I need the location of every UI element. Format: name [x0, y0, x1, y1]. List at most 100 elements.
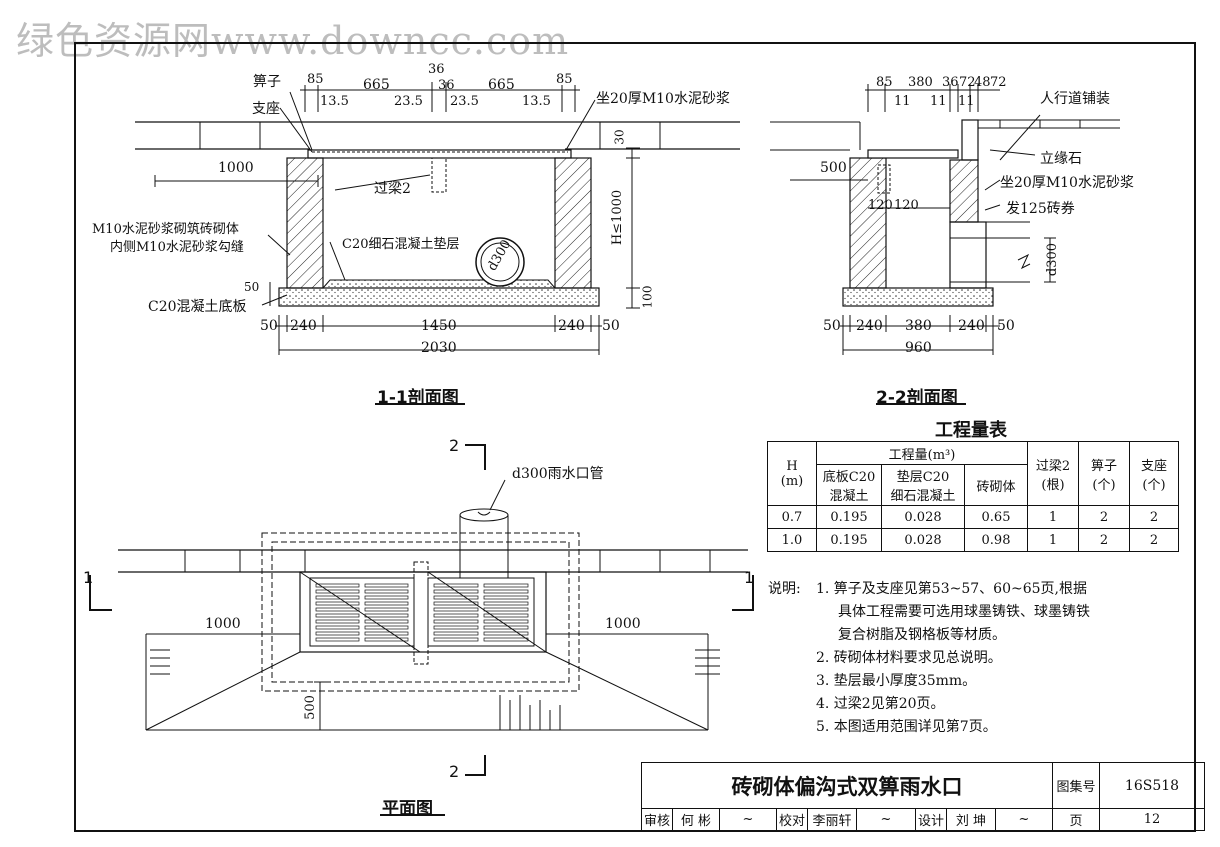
label-paving: 人行道铺装 [1040, 91, 1110, 107]
grate-bar [315, 619, 360, 624]
col-cushion: 垫层C20 [896, 470, 950, 485]
section-2-2 [770, 84, 1120, 355]
note-line: 1. 箅子及支座见第53~57、60~65页,根据 [816, 581, 1087, 597]
dim-total-2030: 2030 [421, 340, 457, 356]
dim-plan-1000-right: 1000 [605, 616, 641, 632]
grate-bar [433, 637, 479, 642]
label-grate: 箅子 [253, 74, 281, 90]
grate-bar [315, 625, 360, 630]
grate-bar [483, 637, 529, 642]
dim-23-5-right: 23.5 [450, 94, 479, 109]
grate-bar [315, 637, 360, 642]
label-masonry-2: 内侧M10水泥砂浆勾缝 [110, 240, 244, 255]
label-pipe-plan: d300雨水口管 [512, 466, 604, 482]
drawing-title: 砖砌体偏沟式双箅雨水口 [641, 762, 1053, 809]
grate-bar [433, 631, 479, 636]
col-base-2: 混凝土 [829, 489, 869, 504]
dim-665-right: 665 [488, 77, 515, 93]
plan-view [89, 444, 754, 776]
table-cell: 0.195 [816, 505, 882, 529]
dim22-11a: 11 [894, 94, 911, 109]
grate-bar [433, 583, 479, 588]
dim-plan-1000-left: 1000 [205, 616, 241, 632]
dim22-b50l: 50 [823, 318, 841, 334]
col-base: 底板C20 [822, 470, 876, 485]
label-mortar-bed-1: 坐20厚M10水泥砂浆 [596, 91, 730, 107]
dim-85-right: 85 [556, 72, 573, 87]
grate-bar [483, 619, 529, 624]
label-base: C20混凝土底板 [148, 299, 247, 315]
page-label: 页 [1052, 808, 1100, 831]
label-beam: 过梁2 [374, 181, 411, 197]
col-grate: 箅子 [1090, 458, 1117, 474]
watermark: 绿色资源网www.downcc.com [16, 19, 570, 63]
grate-bar [315, 613, 360, 618]
grate-bar [483, 613, 529, 618]
table-cell: 2 [1078, 528, 1130, 552]
label-masonry-1: M10水泥砂浆砌筑砖砌体 [92, 222, 239, 237]
table-cell: 2 [1129, 505, 1179, 529]
dim22-500: 500 [820, 160, 847, 176]
section-mark-2-top: 2 [449, 436, 460, 455]
label-arch: 发125砖券 [1006, 201, 1075, 217]
dim-85-left: 85 [307, 72, 324, 87]
dim22-b380: 380 [905, 318, 932, 334]
dim22-11b: 11 [930, 94, 947, 109]
section-1-1-title: 1-1剖面图 [377, 388, 459, 408]
grate-bar [315, 601, 360, 606]
table-cell: 2 [1078, 505, 1130, 529]
reviewer: 何 彬 [672, 808, 720, 831]
atlas-no: 16S518 [1099, 762, 1205, 809]
checker: 李丽轩 [807, 808, 857, 831]
grate-bar [364, 607, 409, 612]
dim22-48: 48 [974, 75, 991, 90]
grate-bar [483, 595, 529, 600]
grate-bar [433, 625, 479, 630]
drawing-frame [74, 42, 1196, 832]
table-cell: 1 [1027, 505, 1079, 529]
grate-bar [483, 601, 529, 606]
col-qty: 工程量(m³) [816, 441, 1028, 465]
grate-bar [364, 637, 409, 642]
grate-bar [483, 583, 529, 588]
grate-bar [315, 631, 360, 636]
table-cell: 1 [1027, 528, 1079, 552]
table-row: 1.0 0.195 0.028 0.98 1 2 2 [767, 528, 1179, 552]
section-mark-2-bottom: 2 [449, 762, 460, 781]
checker-signature: ~ [856, 808, 916, 831]
review-label: 审核 [641, 808, 673, 831]
dim22-72a: 72 [959, 75, 976, 90]
grate-bar [364, 625, 409, 630]
designer-signature: ~ [995, 808, 1053, 831]
dim22-120b: 120 [894, 198, 919, 213]
grate-bar [315, 583, 360, 588]
note-line: 4. 过梁2见第20页。 [816, 696, 945, 712]
note-line: 5. 本图适用范围详见第7页。 [816, 719, 997, 735]
grate-bar [364, 583, 409, 588]
label-mortar-bed-2: 坐20厚M10水泥砂浆 [1000, 175, 1134, 191]
note-line: 3. 垫层最小厚度35mm。 [816, 673, 977, 689]
dim-plan-500: 500 [302, 695, 318, 720]
table-cell: 0.65 [964, 505, 1028, 529]
dim-13-5-left: 13.5 [320, 94, 349, 109]
dim22-11c: 11 [958, 94, 975, 109]
check-label: 校对 [776, 808, 808, 831]
dim22-b240r: 240 [958, 318, 985, 334]
grate-bar [364, 631, 409, 636]
label-cushion: C20细石混凝土垫层 [342, 237, 460, 252]
table-cell: 0.98 [964, 528, 1028, 552]
dim-1000-11: 1000 [218, 160, 254, 176]
dim22-85: 85 [876, 75, 893, 90]
grate-bar [315, 607, 360, 612]
grate-bar [483, 631, 529, 636]
col-support: 支座 [1140, 458, 1167, 474]
table-cell: 0.7 [767, 505, 817, 529]
section-mark-1-left: 1 [83, 568, 94, 587]
dim22-d300: d300 [1045, 242, 1061, 277]
grate-bar [315, 595, 360, 600]
dim-b-50-left: 50 [260, 318, 278, 334]
dim22-b240l: 240 [856, 318, 883, 334]
col-h-unit: (m) [780, 473, 804, 489]
plan-title: 平面图 [382, 799, 433, 819]
